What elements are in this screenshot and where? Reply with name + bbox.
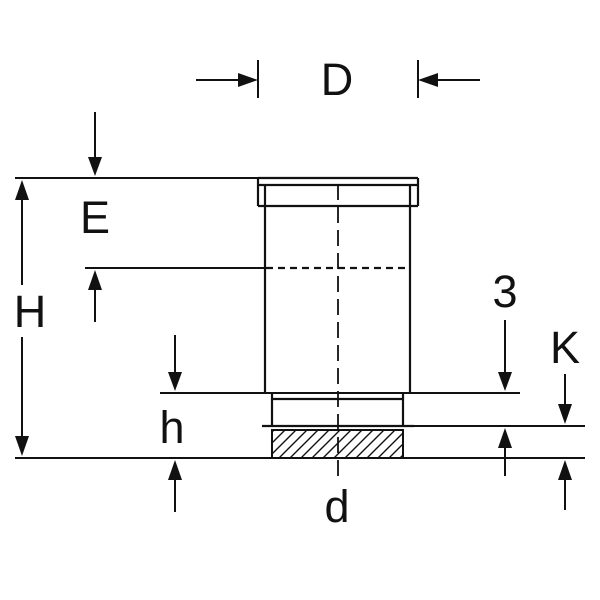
arrow-up-icon: [498, 428, 512, 448]
dim-label-outer-diameter: D: [321, 54, 354, 105]
dim-label-seal-height: K: [550, 322, 580, 373]
arrow-up-icon: [558, 460, 572, 480]
dim-3: 3: [492, 266, 518, 476]
dim-label-groove-height: 3: [492, 266, 517, 317]
dim-h-small: h: [159, 335, 185, 512]
dim-E: E: [80, 112, 110, 322]
dim-H: H: [14, 180, 47, 456]
arrow-left-icon: [418, 73, 438, 87]
dim-label-overall-height: H: [14, 286, 47, 337]
arrow-down-icon: [558, 404, 572, 424]
dim-D: D: [196, 54, 480, 105]
arrow-down-icon: [498, 372, 512, 391]
dim-label-bottom-diameter: d: [324, 481, 349, 532]
arrow-up-icon: [168, 460, 182, 480]
arrow-up-icon: [15, 180, 29, 200]
dim-label-spigot-height: h: [159, 402, 184, 453]
dim-K: K: [550, 322, 580, 510]
dim-label-insertion-depth: E: [80, 192, 110, 243]
arrow-right-icon: [238, 73, 258, 87]
arrow-down-icon: [88, 157, 102, 176]
arrow-down-icon: [15, 436, 29, 456]
arrow-down-icon: [168, 372, 182, 391]
arrow-up-icon: [88, 270, 102, 290]
